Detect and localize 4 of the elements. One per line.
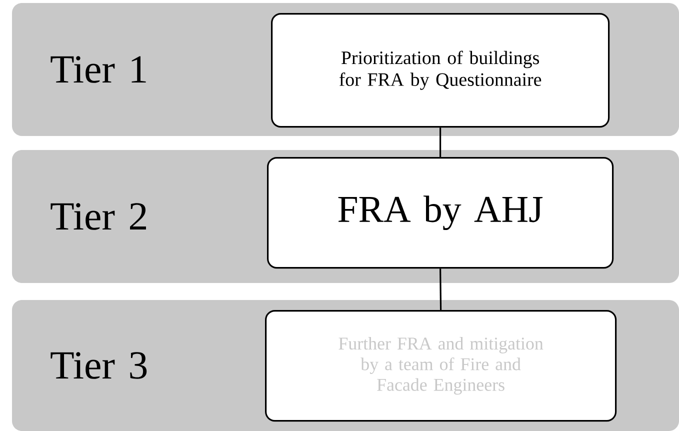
- process-box: FRA by AHJ: [267, 157, 614, 269]
- process-box: Prioritization of buildings for FRA by Questionnaire: [271, 13, 610, 128]
- connector-line: [440, 268, 442, 310]
- connector-line: [440, 128, 442, 157]
